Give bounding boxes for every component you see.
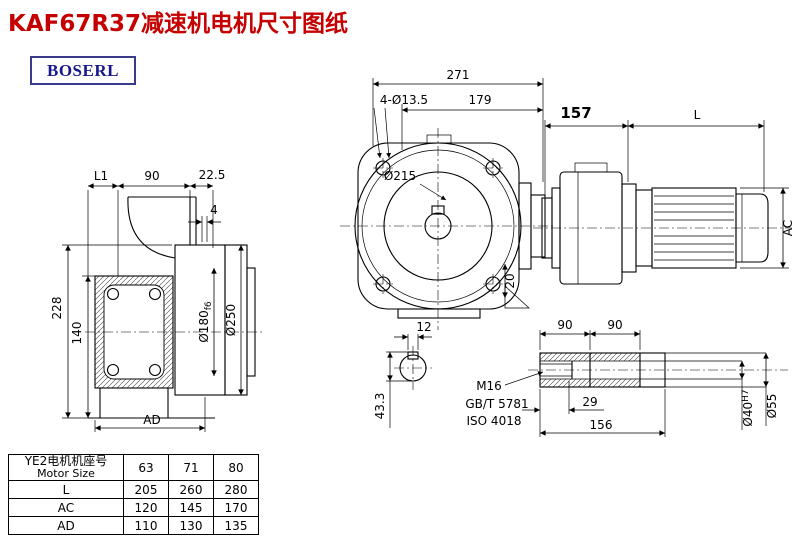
dim-d215-label: Ø215: [384, 169, 416, 183]
dim-d40-label: Ø40H7: [741, 389, 755, 426]
dim-29-label: 29: [582, 395, 597, 409]
dim-20-label: 20: [503, 273, 517, 288]
side-view: 157 L AC: [533, 104, 795, 285]
table-cell: 110: [123, 516, 169, 536]
row-label: AC: [8, 498, 124, 518]
table-header-size-71: 71: [168, 453, 214, 482]
dim-d55-label: Ø55: [765, 394, 779, 419]
standard-gb-label: GB/T 5781: [465, 397, 528, 411]
front-view: 271 179 4-Ø13.5 Ø215 20: [340, 68, 556, 330]
table-row-AD: AD 110 130 135: [8, 516, 259, 536]
table-header-motor-size: YE2电机机座号 Motor Size: [8, 453, 124, 482]
motor-size-table: YE2电机机座号 Motor Size 63 71 80 L 205 260 2…: [8, 453, 259, 536]
dim-90-label: 90: [144, 169, 159, 183]
row-label: AD: [8, 516, 124, 536]
dim-12-label: 12: [416, 320, 431, 334]
dim-AC-label: AC: [781, 220, 795, 236]
table-cell: 205: [123, 480, 169, 500]
table-header-size-80: 80: [213, 453, 259, 482]
table-header-row: YE2电机机座号 Motor Size 63 71 80: [8, 453, 259, 482]
dim-d180-label: Ø180f6: [197, 301, 214, 343]
dim-22-5-label: 22.5: [199, 168, 226, 182]
dim-271-label: 271: [447, 68, 470, 82]
dim-L-label: L: [694, 108, 701, 122]
brand-logo-text: BOSERL: [47, 60, 119, 80]
dim-bolt-holes-label: 4-Ø13.5: [380, 93, 428, 107]
dim-L1-label: L1: [94, 169, 108, 183]
table-cell: 280: [213, 480, 259, 500]
shaft-detail-view: 90 90 M16 GB/T 5781 ISO 4018 29 156 Ø40H…: [465, 318, 788, 437]
table-cell: 120: [123, 498, 169, 518]
brand-logo: BOSERL: [30, 56, 136, 85]
table-row-AC: AC 120 145 170: [8, 498, 259, 518]
thread-m16-label: M16: [476, 379, 502, 393]
table-cell: 135: [213, 516, 259, 536]
standard-iso-label: ISO 4018: [467, 414, 522, 428]
dim-90-left-label: 90: [557, 318, 572, 332]
dim-228-label: 228: [50, 297, 64, 320]
table-row-L: L 205 260 280: [8, 480, 259, 500]
table-header-size-63: 63: [123, 453, 169, 482]
dim-AD-label: AD: [143, 413, 160, 427]
table-cell: 130: [168, 516, 214, 536]
dim-157-label: 157: [560, 104, 591, 122]
dim-d250-label: Ø250: [224, 304, 238, 336]
dim-140-label: 140: [70, 322, 84, 345]
table-cell: 260: [168, 480, 214, 500]
dim-179-label: 179: [469, 93, 492, 107]
row-label: L: [8, 480, 124, 500]
key-section-view: 12 43.3: [373, 320, 432, 428]
left-view: L1 90 22.5 4 228 140 AD Ø180f6 Ø250: [50, 168, 265, 432]
dim-4-label: 4: [210, 203, 218, 217]
dim-156-label: 156: [590, 418, 613, 432]
dim-43-3-label: 43.3: [373, 393, 387, 420]
dim-90-right-label: 90: [607, 318, 622, 332]
table-cell: 145: [168, 498, 214, 518]
page-title: KAF67R37减速机电机尺寸图纸: [8, 11, 349, 37]
table-cell: 170: [213, 498, 259, 518]
